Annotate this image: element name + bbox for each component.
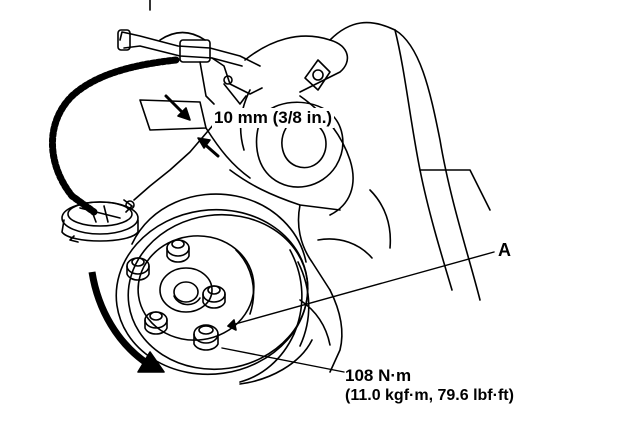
lug-nut-4 xyxy=(144,311,168,335)
part-a-label: A xyxy=(498,240,511,260)
torque-value-label: 108 N·m xyxy=(345,366,412,385)
gauge-plunger xyxy=(133,123,215,201)
gap-arrows xyxy=(164,94,220,158)
brake-rotor xyxy=(115,193,313,385)
leader-line-a xyxy=(227,251,495,327)
lug-nut-2 xyxy=(166,239,190,263)
suspension-knuckle-outline xyxy=(139,0,491,373)
dial-indicator-stand xyxy=(49,29,263,216)
gap-setting-label: 10 mm (3/8 in.) xyxy=(212,108,335,128)
lug-nuts xyxy=(126,239,226,351)
leader-arrowhead-a xyxy=(227,319,237,331)
leader-line-torque xyxy=(221,347,345,373)
lug-nut-3 xyxy=(202,285,226,309)
lug-nut-1 xyxy=(126,257,150,281)
torque-conversion-label: (11.0 kgf·m, 79.6 lbf·ft) xyxy=(345,387,514,404)
rotation-arrow xyxy=(88,271,165,373)
lug-nut-5 xyxy=(193,324,219,351)
dial-gauge xyxy=(61,199,139,243)
wheel-hub xyxy=(159,267,213,313)
